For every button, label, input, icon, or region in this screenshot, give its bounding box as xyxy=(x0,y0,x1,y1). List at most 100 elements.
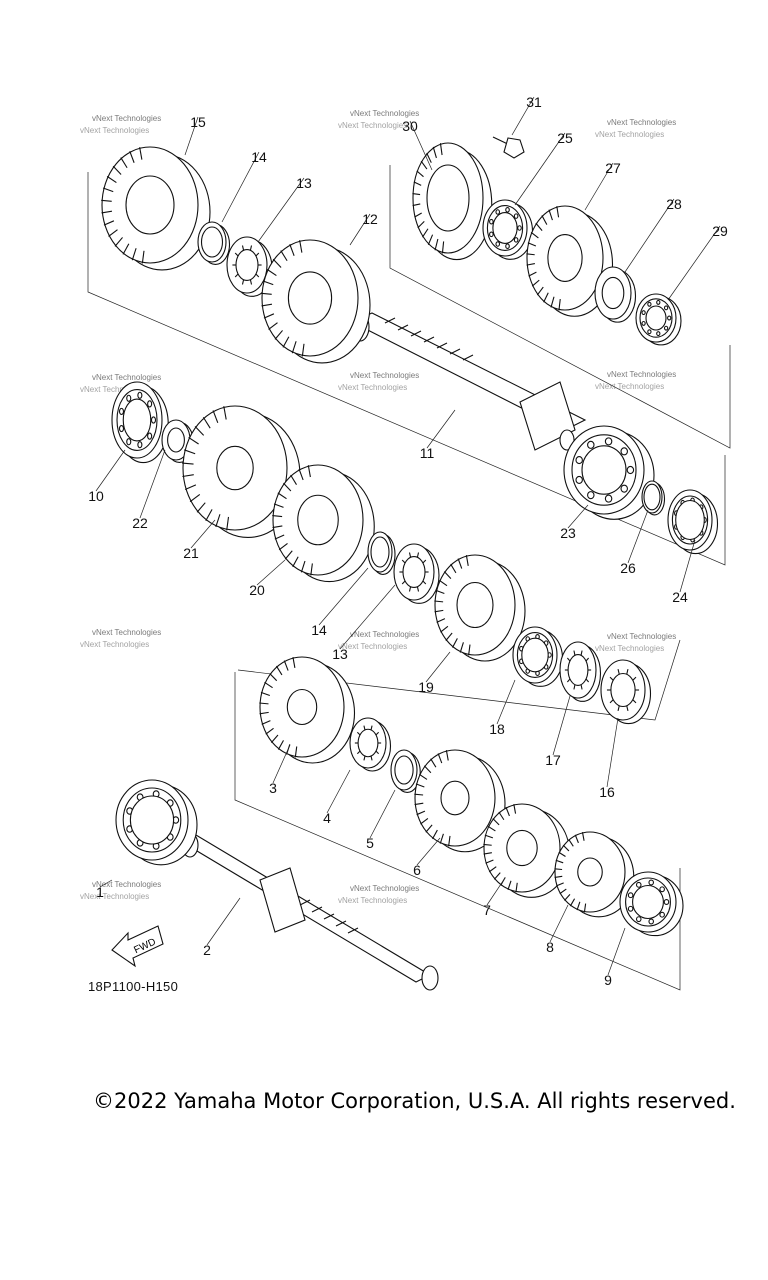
callout-number: 26 xyxy=(620,560,636,576)
watermark: vNext Technologies xyxy=(607,632,676,641)
leader-line xyxy=(256,559,286,586)
part-spline xyxy=(226,236,273,297)
leader-line xyxy=(416,837,441,866)
part-gear xyxy=(554,831,635,918)
callout-number: 25 xyxy=(557,130,573,146)
part-bearing xyxy=(667,489,719,555)
part-ring xyxy=(161,419,195,463)
watermark: vNext Technologies xyxy=(595,382,664,391)
callout-number: 8 xyxy=(546,939,554,955)
callout-number: 5 xyxy=(366,835,374,851)
part-ring xyxy=(390,749,421,793)
leader-line xyxy=(567,504,589,529)
callout-number: 16 xyxy=(599,784,615,800)
watermark: vNext Technologies xyxy=(607,370,676,379)
main-axle-shaft xyxy=(350,312,587,451)
watermark: vNext Technologies xyxy=(607,118,676,127)
callout-number: 7 xyxy=(483,902,491,918)
part-gear xyxy=(272,464,375,583)
watermark: vNext Technologies xyxy=(80,126,149,135)
callout-number: 3 xyxy=(269,780,277,796)
watermark: vNext Technologies xyxy=(92,373,161,382)
callout-number: 21 xyxy=(183,545,199,561)
callout-number: 27 xyxy=(605,160,621,176)
part-ring xyxy=(594,266,637,323)
watermark: vNext Technologies xyxy=(80,385,149,394)
leader-line xyxy=(99,879,113,888)
watermark: vNext Technologies xyxy=(338,896,407,905)
part-gear xyxy=(483,803,571,898)
part-gear xyxy=(261,239,371,364)
callout-number: 13 xyxy=(332,646,348,662)
part-bearing xyxy=(619,871,684,937)
watermark: vNext Technologies xyxy=(80,640,149,649)
leader-line xyxy=(486,877,506,906)
group-frame-drive-axle xyxy=(234,672,681,991)
leader-line xyxy=(425,651,451,683)
part-ring xyxy=(197,221,231,265)
part-spline xyxy=(349,717,392,772)
leader-line xyxy=(326,769,351,814)
watermark: vNext Technologies xyxy=(80,892,149,901)
leader-line xyxy=(426,409,456,449)
part-ring xyxy=(367,531,396,575)
part-gear xyxy=(434,554,526,662)
leader-line xyxy=(667,225,721,301)
part-gear xyxy=(412,142,493,261)
leader-line xyxy=(627,509,649,564)
group-frame-main-axle xyxy=(87,172,726,566)
callout-number: 19 xyxy=(418,679,434,695)
callout-number: 6 xyxy=(413,862,421,878)
callout-number: 23 xyxy=(560,525,576,541)
callout-number: 9 xyxy=(604,972,612,988)
callout-number: 15 xyxy=(190,114,206,130)
part-bearing xyxy=(482,199,534,260)
fwd-arrow-icon: FWD xyxy=(111,925,164,968)
callout-number: 14 xyxy=(311,622,327,638)
leader-line xyxy=(606,717,619,788)
watermark: vNext Technologies xyxy=(338,121,407,130)
part-gear xyxy=(526,205,614,317)
watermark: vNext Technologies xyxy=(350,109,419,118)
group-frame-top-right xyxy=(389,165,731,449)
part-bearing xyxy=(115,779,198,866)
parts-layer xyxy=(101,142,719,937)
leader-line xyxy=(318,567,369,626)
leader-line xyxy=(190,519,216,549)
watermark: vNext Technologies xyxy=(338,383,407,392)
callout-number: 1 xyxy=(96,884,104,900)
callout-number: 24 xyxy=(672,589,688,605)
part-bearing xyxy=(512,626,564,687)
callout-number: 11 xyxy=(420,445,435,461)
watermark: vNext Technologies xyxy=(595,130,664,139)
leader-line xyxy=(549,904,569,943)
callout-number: 22 xyxy=(132,515,148,531)
part-bearing xyxy=(563,425,655,520)
leader-line xyxy=(184,116,199,156)
callout-number: 31 xyxy=(526,94,542,110)
watermark: vNext Technologies xyxy=(350,371,419,380)
leader-line xyxy=(339,584,396,650)
watermark: vNext Technologies xyxy=(595,644,664,653)
leader-line xyxy=(206,897,241,946)
leader-line xyxy=(272,744,291,784)
leader-line xyxy=(139,449,166,519)
part-gear xyxy=(101,146,211,271)
callout-number: 28 xyxy=(666,196,682,212)
leader-line xyxy=(679,539,696,593)
leader-line xyxy=(624,198,675,273)
leader-line xyxy=(95,449,126,492)
bolt-31 xyxy=(492,136,525,159)
leader-line xyxy=(369,789,396,839)
part-bearing xyxy=(635,293,682,346)
diagram-code: 18P1100-H150 xyxy=(88,979,179,994)
callout-labels: 1234567891011121314151617181920212223242… xyxy=(88,94,728,988)
leader-line xyxy=(409,120,433,171)
part-spline xyxy=(559,641,602,702)
callout-number: 29 xyxy=(712,223,728,239)
leader-line xyxy=(607,927,626,976)
part-ring xyxy=(641,480,666,516)
watermark: vNext Technologies xyxy=(92,114,161,123)
callout-number: 30 xyxy=(402,118,418,134)
